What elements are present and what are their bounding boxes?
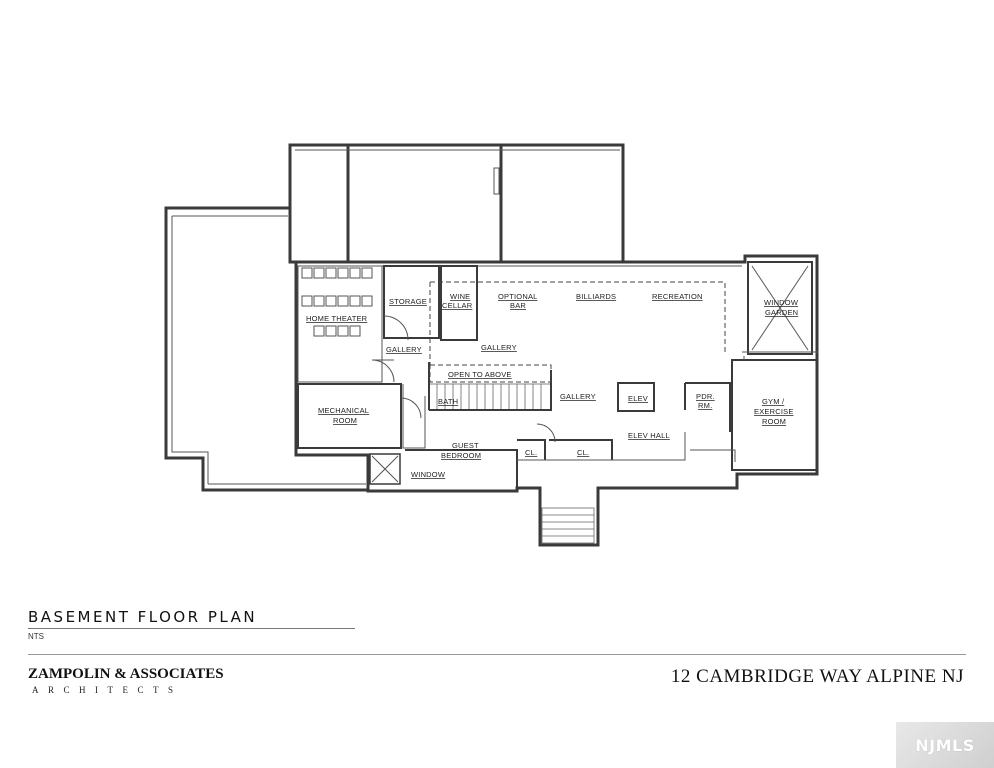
label-elev: ELEV (628, 394, 648, 403)
unexcavated-top-2 (346, 143, 503, 264)
gym-room (731, 359, 818, 471)
basement-floor-plan: HOME THEATER STORAGE WINE CELLAR OPTIONA… (164, 143, 819, 547)
window-garden (747, 261, 813, 355)
label-optional: OPTIONAL (498, 292, 538, 301)
label-room: ROOM (333, 416, 357, 425)
wine-cellar (440, 265, 478, 341)
project-address: 12 CAMBRIDGE WAY ALPINE NJ (670, 666, 964, 687)
label-pdr: PDR. (696, 392, 715, 401)
label-gym-1: GYM / (762, 397, 785, 406)
plan-title-rule (28, 628, 355, 629)
label-open-to-above: OPEN TO ABOVE (448, 370, 512, 379)
egress-stair (541, 507, 595, 544)
label-gym-3: ROOM (762, 417, 786, 426)
label-recreation: RECREATION (652, 292, 703, 301)
label-rm: RM. (698, 401, 712, 410)
storage-room (383, 265, 440, 339)
main-basement-outline (294, 254, 819, 547)
label-window-garden-2: GARDEN (765, 308, 798, 317)
firm-name: ZAMPOLIN & ASSOCIATES (28, 666, 224, 682)
label-mechanical: MECHANICAL (318, 406, 369, 415)
label-elev-hall: ELEV HALL (628, 431, 670, 440)
label-cl-2: CL. (577, 448, 589, 457)
mechanical-room (297, 383, 402, 449)
unexcavated-top-1 (288, 143, 350, 264)
unexcavated-left-inner (171, 215, 366, 485)
label-home-theater: HOME THEATER (306, 314, 368, 323)
label-bedroom: BEDROOM (441, 451, 481, 460)
recreation-dash (429, 281, 726, 365)
elevator (617, 382, 655, 412)
label-gallery-2: GALLERY (481, 343, 517, 352)
vent-top (493, 167, 500, 195)
window-well (369, 453, 401, 485)
label-billiards: BILLIARDS (576, 292, 616, 301)
home-theater-room (297, 265, 383, 383)
plan-title: BASEMENT FLOOR PLAN (28, 608, 258, 626)
plan-scale: NTS (28, 632, 44, 641)
open-to-above (429, 364, 552, 383)
label-wine: WINE (450, 292, 470, 301)
watermark-text: NJMLS (915, 735, 975, 755)
label-guest: GUEST (452, 441, 479, 450)
label-cellar: CELLAR (442, 301, 473, 310)
powder-room (684, 382, 731, 432)
unexcavated-top-3 (499, 143, 625, 264)
label-bar: BAR (510, 301, 526, 310)
theater-seats (301, 267, 373, 337)
label-gallery-1: GALLERY (386, 345, 422, 354)
njmls-watermark: NJMLS (896, 722, 994, 768)
label-window: WINDOW (411, 470, 446, 479)
firm-subtitle: ARCHITECTS (32, 685, 183, 695)
label-bath: BATH (438, 397, 458, 406)
label-gym-2: EXERCISE (754, 407, 794, 416)
label-cl-1: CL. (525, 448, 537, 457)
label-window-garden-1: WINDOW (764, 298, 799, 307)
label-storage: STORAGE (389, 297, 427, 306)
sheet-divider (28, 654, 966, 655)
label-gallery-3: GALLERY (560, 392, 596, 401)
